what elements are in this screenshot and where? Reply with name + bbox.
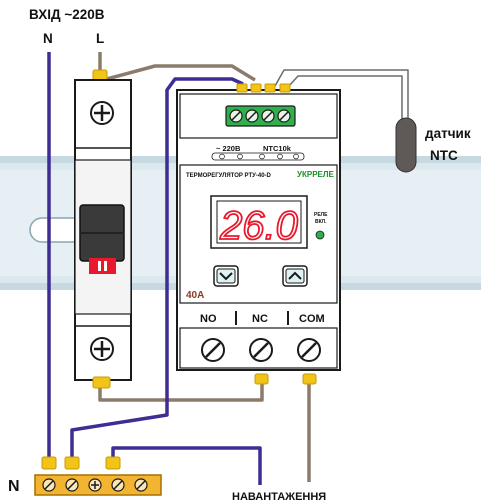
ntc-sensor: датчик NTC xyxy=(395,117,471,173)
device-model: ТЕРМОРЕГУЛЯТОР РТУ-40-D xyxy=(186,173,272,179)
chevron-down-icon xyxy=(219,272,233,281)
top-sensor-label: NTC10k xyxy=(263,144,292,153)
supply-title: ВХІД ~220В xyxy=(29,7,105,22)
supply-neutral-label: N xyxy=(43,31,53,46)
neutral-wires xyxy=(47,52,262,485)
circuit-breaker xyxy=(74,79,132,389)
temperature-display: 26.0 xyxy=(219,204,298,248)
relay-label-2: ВКЛ. xyxy=(315,219,327,225)
load-label: НАВАНТАЖЕННЯ xyxy=(232,491,326,503)
current-rating: 40А xyxy=(186,290,204,301)
breaker-indicator xyxy=(89,258,116,274)
top-voltage-label: ~ 220В xyxy=(216,144,241,153)
sensor-label-2: NTC xyxy=(430,148,458,163)
neutral-bus-bar: N xyxy=(8,456,162,496)
supply-labels: ВХІД ~220В N L xyxy=(29,7,105,46)
down-button[interactable] xyxy=(213,265,239,287)
top-terminal-block xyxy=(225,105,296,127)
relay-label-1: РЕЛЕ xyxy=(314,212,328,218)
up-button[interactable] xyxy=(282,265,308,287)
relay-led-icon xyxy=(315,230,325,240)
contact-no-label: NO xyxy=(200,313,217,325)
brand-logo: УКРРЕЛЕ xyxy=(297,170,334,179)
contact-nc-label: NC xyxy=(252,313,268,325)
thermostat-device: ~ 220В NTC10k ТЕРМОРЕГУЛЯТОР РТУ-40-D УК… xyxy=(176,83,341,385)
bus-label: N xyxy=(8,478,20,495)
line-wires xyxy=(98,52,409,482)
chevron-up-icon xyxy=(288,271,302,280)
sensor-label-1: датчик xyxy=(425,126,471,141)
screw-terminal-icon xyxy=(201,338,321,362)
breaker-top-screw-icon xyxy=(90,101,114,125)
contact-com-label: COM xyxy=(299,313,325,325)
breaker-bottom-screw-icon xyxy=(90,337,114,361)
supply-line-label: L xyxy=(96,31,104,46)
